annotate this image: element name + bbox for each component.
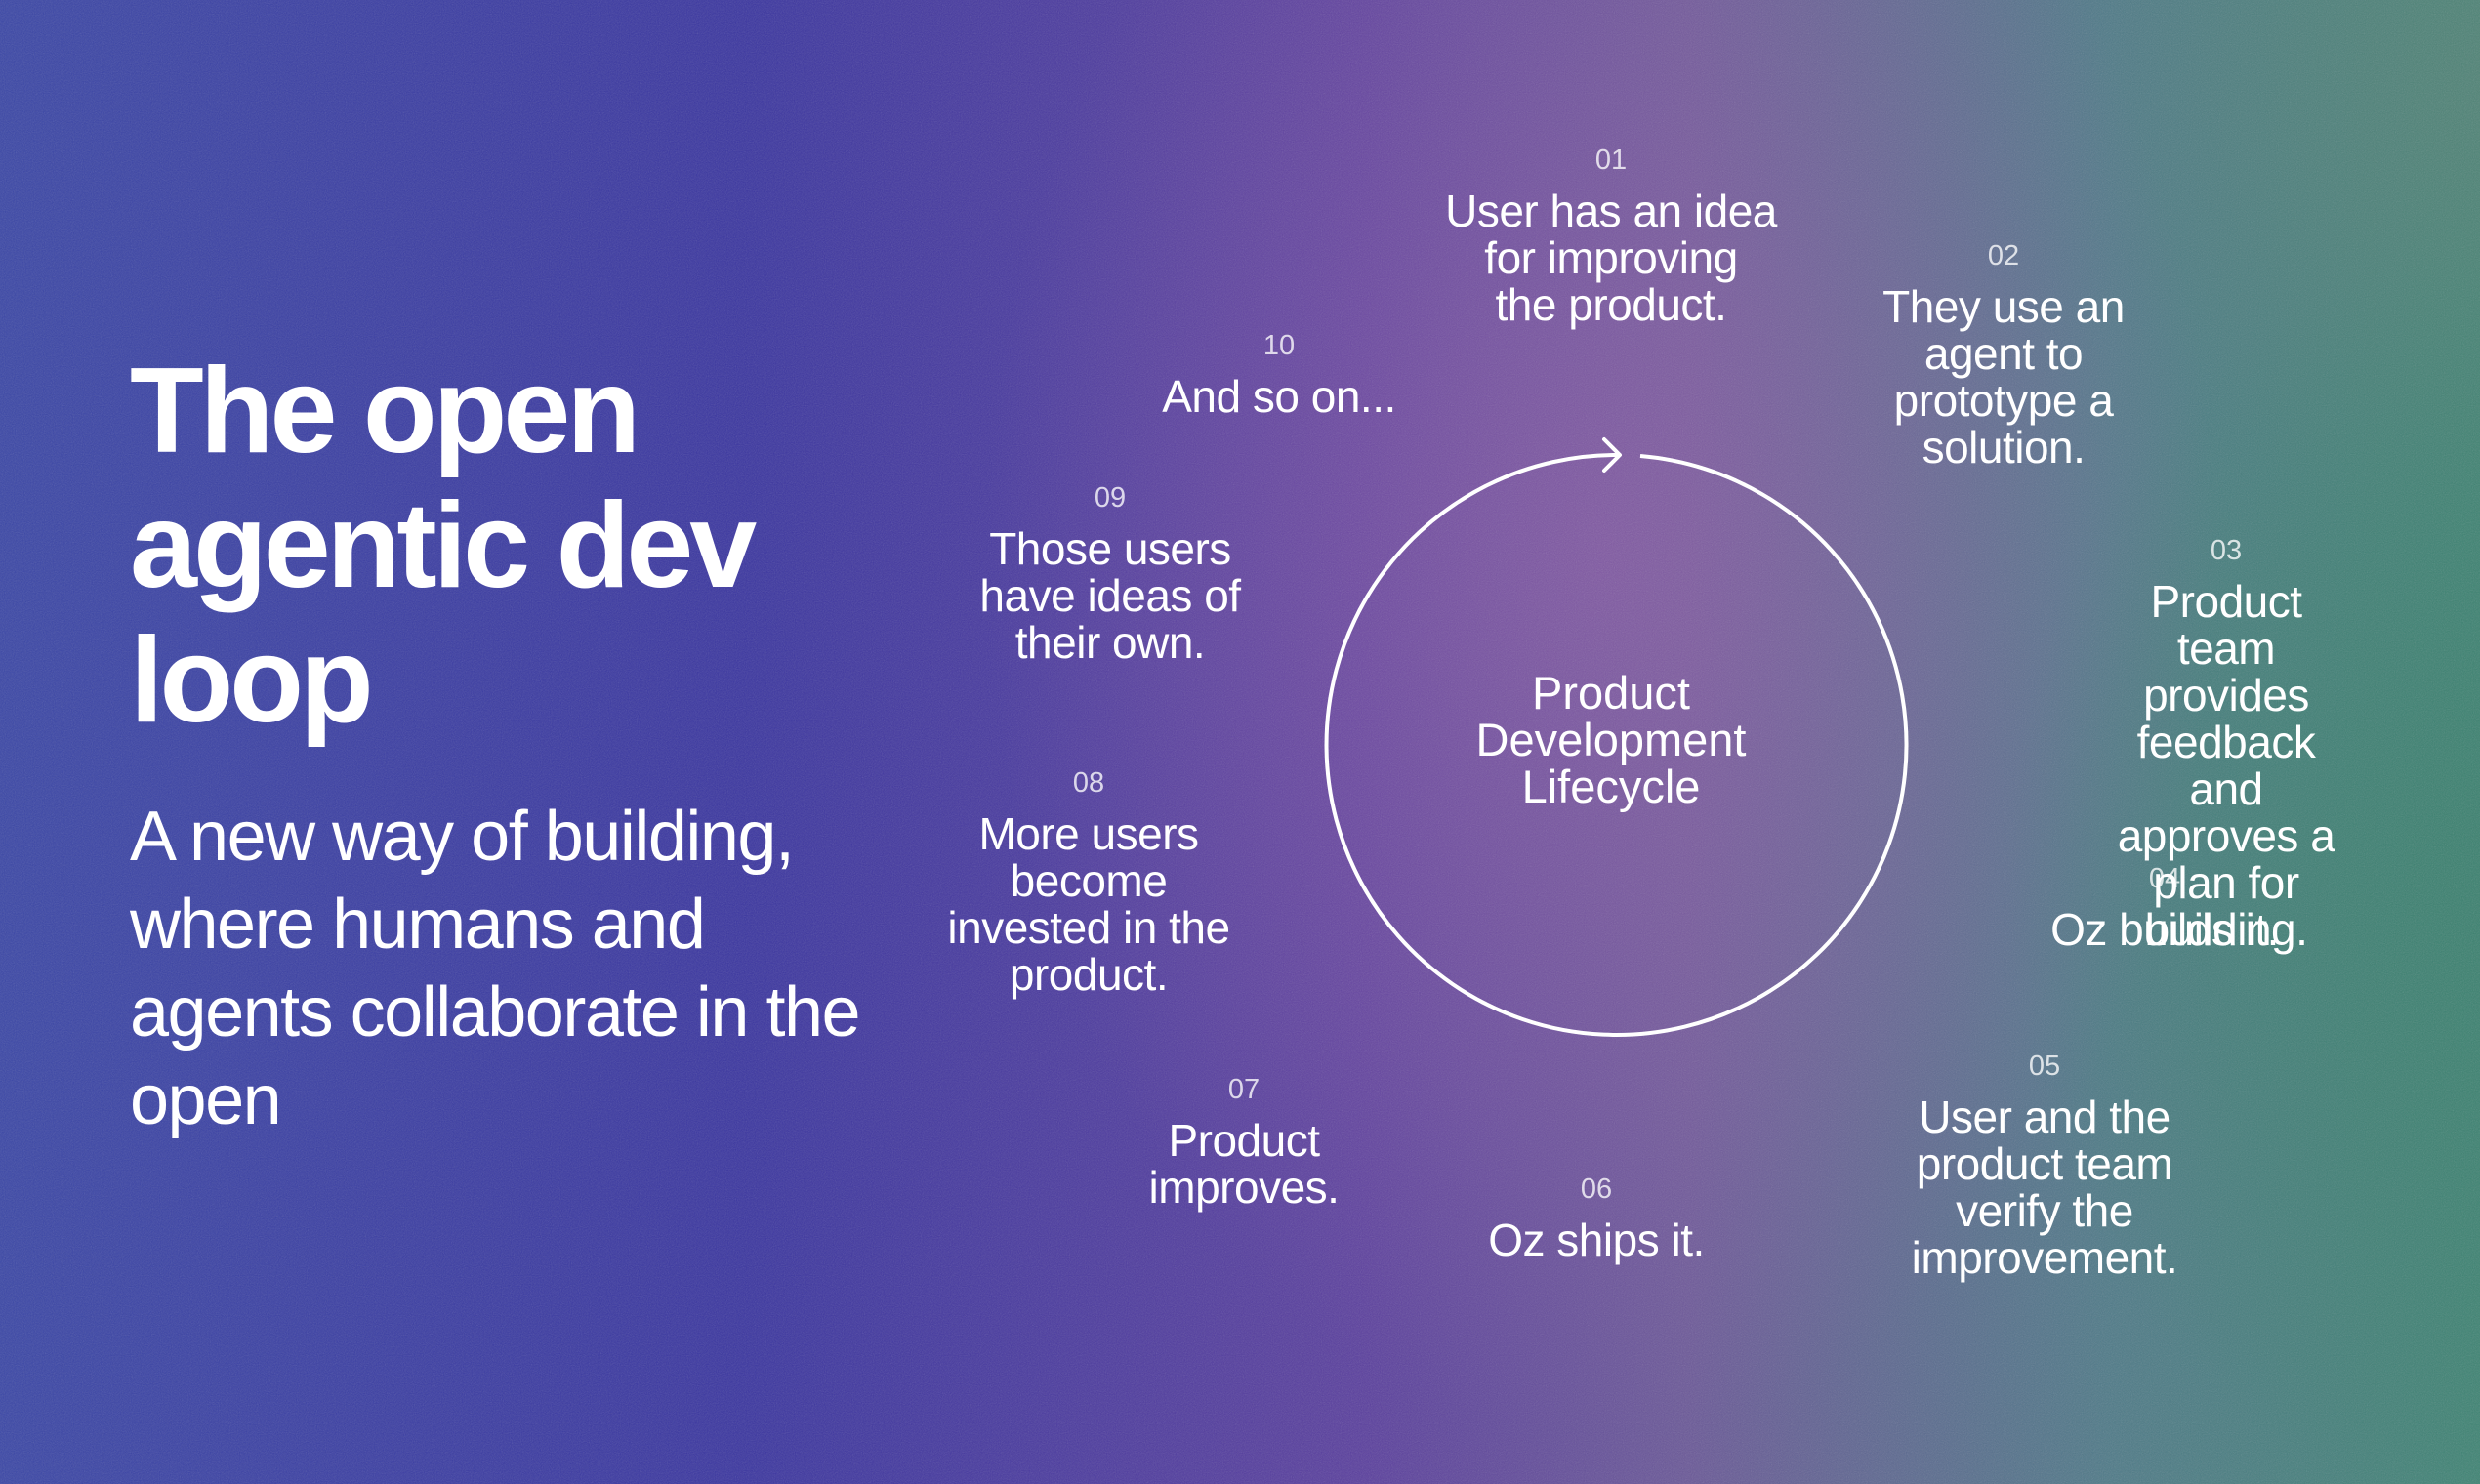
step-07: 07 Product improves. <box>1149 1072 1340 1211</box>
step-text: User and the product team verify the imp… <box>1911 1092 2178 1283</box>
step-text: Oz builds it. <box>2050 904 2279 955</box>
step-number: 01 <box>1594 144 1628 176</box>
step-01: 01 User has an idea for improving the pr… <box>1445 143 1777 328</box>
step-02: 02 They use an agent to prototype a solu… <box>1882 238 2125 471</box>
center-label: Product Development Lifecycle <box>1475 667 1747 812</box>
step-text: User has an idea for improving the produ… <box>1445 186 1777 330</box>
slide-title: The open agentic dev loop <box>130 344 757 748</box>
step-text: Product improves. <box>1148 1115 1340 1213</box>
step-08: 08 More users become invested in the pro… <box>947 765 1230 1000</box>
step-number: 03 <box>2210 535 2243 566</box>
arrow-head-icon <box>1602 437 1622 473</box>
lifecycle-circle <box>1324 437 1909 1037</box>
step-04: 04 Oz builds it. <box>2050 861 2279 953</box>
step-text: Oz ships it. <box>1488 1215 1705 1265</box>
step-10: 10 And so on... <box>1162 328 1396 420</box>
step-06: 06 Oz ships it. <box>1488 1172 1705 1263</box>
step-text: More users become invested in the produc… <box>947 808 1230 1000</box>
cycle-arc <box>1324 452 1909 1037</box>
step-text: Product team provides feedback and appro… <box>2117 576 2335 955</box>
step-text: Those users have ideas of their own. <box>979 523 1241 668</box>
step-03: 03 Product team provides feedback and ap… <box>2099 533 2353 953</box>
slide-subtitle: A new way of building, where humans and … <box>130 798 861 1139</box>
step-number: 04 <box>2148 863 2181 894</box>
step-text: And so on... <box>1162 371 1396 422</box>
step-number: 05 <box>2028 1051 2061 1082</box>
step-number: 02 <box>1987 240 2020 271</box>
step-number: 09 <box>1094 482 1127 514</box>
step-number: 07 <box>1227 1074 1261 1105</box>
step-09: 09 Those users have ideas of their own. <box>979 480 1241 668</box>
step-number: 06 <box>1580 1174 1613 1205</box>
step-text: They use an agent to prototype a solutio… <box>1882 281 2125 473</box>
step-number: 10 <box>1262 330 1296 361</box>
step-number: 08 <box>1072 767 1105 799</box>
step-05: 05 User and the product team verify the … <box>1912 1049 2178 1281</box>
